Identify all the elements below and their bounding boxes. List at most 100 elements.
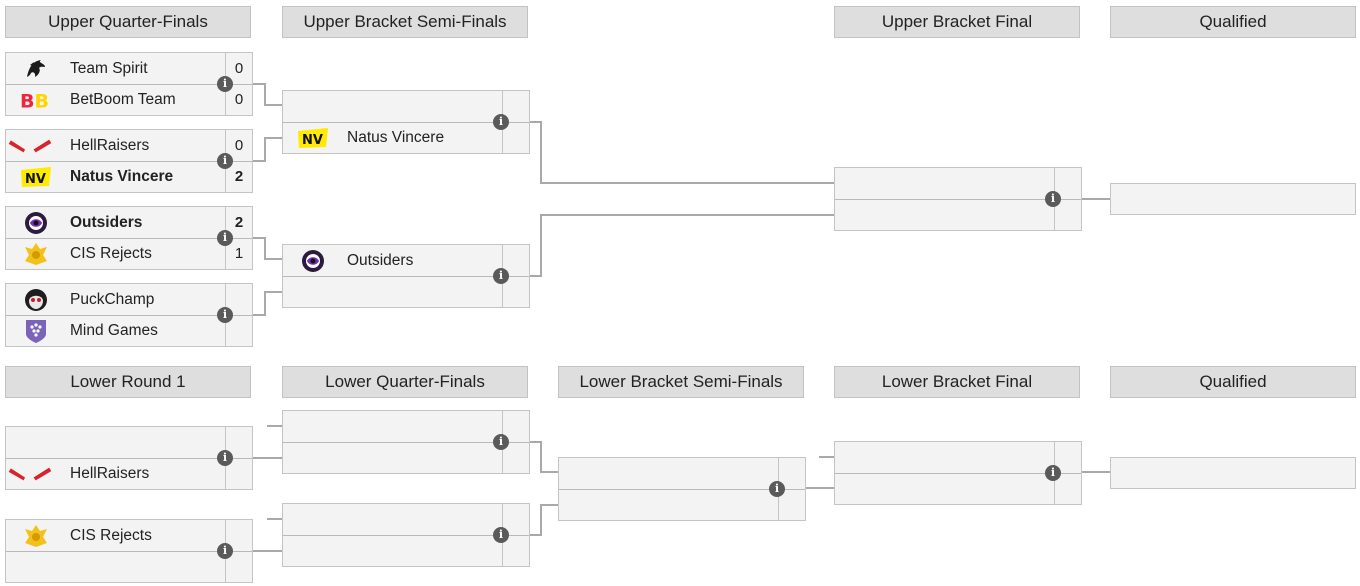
navi-logo-icon: NV xyxy=(20,164,52,189)
match-info-icon[interactable]: i xyxy=(217,76,233,92)
svg-text:B: B xyxy=(34,90,49,111)
match-lower-sf[interactable]: i xyxy=(558,457,806,521)
team-name: BetBoom Team xyxy=(70,91,176,108)
match-slot[interactable]: NV Natus Vincere 2 xyxy=(6,161,252,192)
match-upper-qf-2[interactable]: HellRaisers 0 NV Natus Vincere 2 i xyxy=(5,129,253,193)
bracket-connector xyxy=(264,237,266,260)
team-score xyxy=(1054,168,1081,199)
bracket-connector xyxy=(253,550,282,552)
header-upper-quarter-finals: Upper Quarter-Finals xyxy=(5,6,251,38)
match-slot[interactable] xyxy=(835,168,1081,200)
match-upper-qf-3[interactable]: Outsiders 2 CIS Rejects 1 i xyxy=(5,206,253,270)
bracket-connector xyxy=(530,534,542,536)
team-score xyxy=(778,458,805,489)
header-upper-final: Upper Bracket Final xyxy=(834,6,1080,38)
match-slot[interactable] xyxy=(835,442,1081,474)
team-score xyxy=(502,411,529,442)
match-lower-r1-2[interactable]: CIS Rejects i xyxy=(5,519,253,583)
bracket-connector xyxy=(264,291,282,293)
team-score: 1 xyxy=(225,238,252,269)
match-slot[interactable]: HellRaisers 0 xyxy=(6,130,252,162)
match-info-icon[interactable]: i xyxy=(217,307,233,323)
bracket-connector xyxy=(540,121,542,184)
match-info-icon[interactable]: i xyxy=(493,527,509,543)
match-info-icon[interactable]: i xyxy=(1045,465,1061,481)
lower-qualified-slot[interactable] xyxy=(1110,457,1356,489)
svg-text:NV: NV xyxy=(302,133,323,148)
match-slot[interactable] xyxy=(6,551,252,582)
team-name: PuckChamp xyxy=(70,291,155,308)
match-upper-sf-1[interactable]: NV Natus Vincere i xyxy=(282,90,530,154)
match-info-icon[interactable]: i xyxy=(1045,191,1061,207)
team-name: Mind Games xyxy=(70,322,158,339)
match-upper-sf-2[interactable]: Outsiders i xyxy=(282,244,530,308)
team-score xyxy=(225,458,252,489)
match-lower-final[interactable]: i xyxy=(834,441,1082,505)
match-lower-qf-1[interactable]: i xyxy=(282,410,530,474)
match-info-icon[interactable]: i xyxy=(493,114,509,130)
team-score: 0 xyxy=(225,130,252,161)
match-slot[interactable] xyxy=(835,199,1081,230)
team-score xyxy=(502,504,529,535)
match-slot[interactable] xyxy=(283,535,529,566)
header-lower-semi-finals: Lower Bracket Semi-Finals xyxy=(558,366,804,398)
bracket-connector xyxy=(540,504,542,536)
team-score xyxy=(502,122,529,153)
match-slot[interactable] xyxy=(283,91,529,123)
team-score xyxy=(1054,442,1081,473)
match-slot[interactable]: NV Natus Vincere xyxy=(283,122,529,153)
match-slot[interactable]: PuckChamp xyxy=(6,284,252,316)
match-slot[interactable] xyxy=(283,442,529,473)
team-name: HellRaisers xyxy=(70,137,150,154)
match-slot[interactable]: HellRaisers xyxy=(6,458,252,489)
match-slot[interactable] xyxy=(559,489,805,520)
team-name: Natus Vincere xyxy=(347,129,445,146)
match-slot[interactable] xyxy=(283,411,529,443)
header-lower-final: Lower Bracket Final xyxy=(834,366,1080,398)
bracket-connector xyxy=(253,83,266,85)
match-info-icon[interactable]: i xyxy=(493,268,509,284)
team-name: CIS Rejects xyxy=(70,527,152,544)
bracket-connector xyxy=(253,237,266,239)
match-slot[interactable]: Mind Games xyxy=(6,315,252,346)
match-slot[interactable]: Outsiders 2 xyxy=(6,207,252,239)
match-slot[interactable] xyxy=(559,458,805,490)
team-score xyxy=(225,284,252,315)
navi-logo-icon: NV xyxy=(297,125,329,150)
match-slot[interactable] xyxy=(6,427,252,459)
match-info-icon[interactable]: i xyxy=(769,481,785,497)
match-slot[interactable] xyxy=(835,473,1081,504)
match-slot[interactable]: Team Spirit 0 xyxy=(6,53,252,85)
team-score xyxy=(1054,199,1081,230)
match-slot[interactable]: Outsiders xyxy=(283,245,529,277)
bracket-connector xyxy=(267,425,282,427)
bracket-connector xyxy=(540,504,558,506)
upper-qualified-slot[interactable] xyxy=(1110,183,1356,215)
match-info-icon[interactable]: i xyxy=(217,230,233,246)
team-score xyxy=(502,245,529,276)
match-upper-final[interactable]: i xyxy=(834,167,1082,231)
match-lower-qf-2[interactable]: i xyxy=(282,503,530,567)
team-score xyxy=(1054,473,1081,504)
match-slot[interactable]: CIS Rejects 1 xyxy=(6,238,252,269)
mind-games-logo-icon xyxy=(20,318,52,343)
match-info-icon[interactable]: i xyxy=(217,153,233,169)
match-slot[interactable] xyxy=(283,276,529,307)
match-info-icon[interactable]: i xyxy=(493,434,509,450)
bracket-connector xyxy=(806,487,834,489)
match-lower-r1-1[interactable]: HellRaisers i xyxy=(5,426,253,490)
hellraisers-logo-icon xyxy=(8,461,52,486)
match-slot[interactable]: CIS Rejects xyxy=(6,520,252,552)
bracket-connector xyxy=(540,182,834,184)
match-info-icon[interactable]: i xyxy=(217,450,233,466)
bracket-connector xyxy=(264,291,266,316)
match-upper-qf-4[interactable]: PuckChamp Mind Games i xyxy=(5,283,253,347)
header-upper-semi-finals: Upper Bracket Semi-Finals xyxy=(282,6,528,38)
match-slot[interactable] xyxy=(283,504,529,536)
bracket-connector xyxy=(530,275,542,277)
bracket-connector xyxy=(253,314,266,316)
team-score xyxy=(225,427,252,458)
match-info-icon[interactable]: i xyxy=(217,543,233,559)
